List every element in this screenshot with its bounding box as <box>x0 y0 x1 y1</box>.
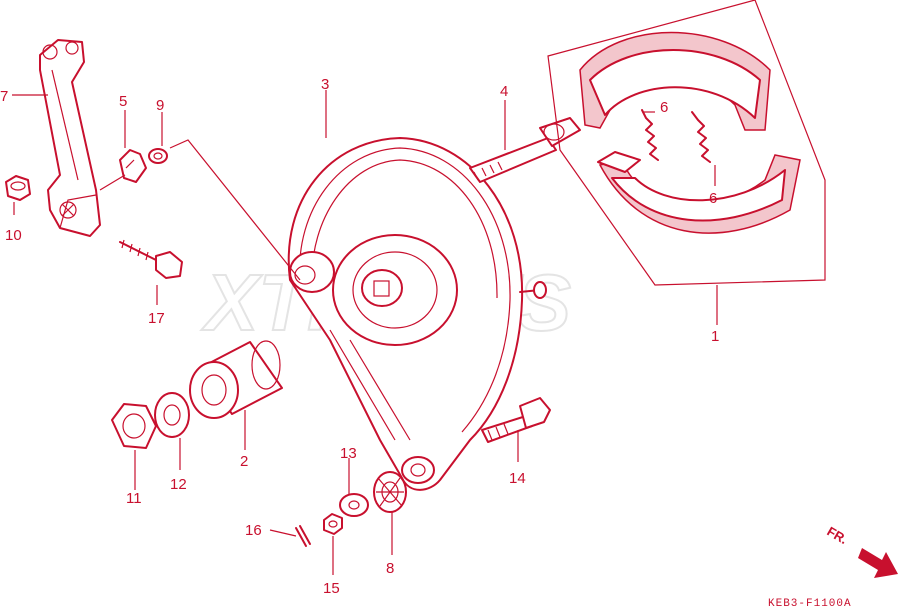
callout-6a: 6 <box>660 99 668 116</box>
callout-3: 3 <box>321 76 329 93</box>
spring-part-right <box>691 111 711 163</box>
washer-9-part <box>148 148 168 164</box>
callout-4: 4 <box>500 83 508 100</box>
brake-shoes-part <box>547 0 826 286</box>
callout-7: 7 <box>0 88 8 105</box>
callout-12: 12 <box>170 476 187 493</box>
nut-10-part <box>5 175 31 201</box>
front-direction-arrow: FR. <box>825 524 898 578</box>
brake-arm-part <box>39 39 101 237</box>
diagram-code: KEB3-F1100A <box>768 598 852 609</box>
callout-labels: 1 2 3 4 5 6 6 7 8 9 10 11 12 13 14 15 16… <box>0 76 719 597</box>
callout-9: 9 <box>156 97 164 114</box>
cotter-pin-part <box>295 525 311 547</box>
nut-15-part <box>323 513 343 535</box>
callout-6b: 6 <box>709 190 717 207</box>
callout-5: 5 <box>119 93 127 110</box>
callout-15: 15 <box>323 580 340 597</box>
indicator-plate-part <box>119 149 147 183</box>
spring-part-left <box>641 109 659 161</box>
callout-2: 2 <box>240 453 248 470</box>
brake-panel-part <box>287 137 547 491</box>
callout-17: 17 <box>148 310 165 327</box>
axle-nut-part <box>111 403 157 449</box>
callout-8: 8 <box>386 560 394 577</box>
cam-shaft-part <box>469 117 581 183</box>
leader-lines <box>12 90 718 575</box>
callout-16: 16 <box>245 522 262 539</box>
seal-part <box>373 471 407 513</box>
washer-12-part <box>154 392 190 438</box>
front-label: FR. <box>825 524 851 547</box>
bolt-14-part <box>481 397 551 443</box>
callout-11: 11 <box>126 490 142 507</box>
bolt-17-part <box>119 239 183 279</box>
callout-10: 10 <box>5 227 22 244</box>
callout-1: 1 <box>711 328 719 345</box>
arrow-icon <box>858 548 898 578</box>
collar-part <box>189 340 283 419</box>
washer-13-part <box>339 493 369 517</box>
callout-13: 13 <box>340 445 357 462</box>
callout-14: 14 <box>509 470 526 487</box>
